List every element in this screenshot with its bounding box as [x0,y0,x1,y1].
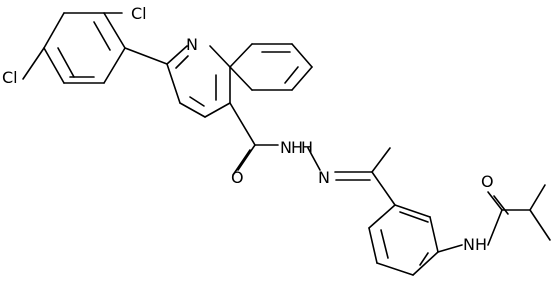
bond-line [43,12,65,49]
atom-label-nh-amide: NH [463,235,487,254]
bond-line [204,102,231,118]
bond-line [487,209,503,246]
bond-line [376,262,414,276]
bond-line [429,216,439,253]
bond-line [93,21,111,51]
bond-layer [22,12,551,276]
bond-line [371,171,396,206]
bond-line [179,102,206,118]
bond-line [380,229,389,259]
bond-line [237,144,256,171]
bond-line [307,147,321,171]
bond-line [124,47,168,65]
bond-line [229,102,256,146]
bond-line [166,63,181,104]
bond-line [284,66,299,84]
bond-line [399,211,429,223]
bond-line [166,45,188,65]
bond-line [229,43,253,68]
bond-line [291,66,313,91]
bond-line [189,96,205,107]
bond-line [419,252,429,266]
bond-line [103,47,126,84]
atom-label-n-imine: N [318,168,330,187]
bond-line [229,66,253,91]
bond-line [103,12,126,49]
atom-label-n-quinoline: N [186,35,198,54]
bond-line [57,47,75,78]
bond-line [437,244,463,253]
atom-label-n-hydrazide: N [280,138,292,157]
bond-line [209,45,231,68]
bond-line [487,191,503,211]
bond-line [368,204,396,229]
bond-line [43,47,65,84]
atom-label-cl-upper: Cl [131,4,147,23]
atom-label-h-hydrazide-2: H [301,138,313,157]
bond-line [291,43,313,68]
atom-label-cl-left: Cl [2,68,18,87]
bond-line [371,147,391,173]
bond-line [394,204,431,218]
bond-line [175,55,189,69]
bond-line [529,209,551,241]
bond-line [368,227,378,264]
bond-line [232,149,251,176]
atom-label-o-carbonyl: O [231,168,244,187]
atom-label-h-hydrazide-1: H [291,138,303,157]
bond-line [22,47,45,80]
bond-line [493,195,509,215]
bond-line [412,251,439,276]
atom-label-o-amide: O [481,172,494,191]
bond-line [529,184,546,211]
